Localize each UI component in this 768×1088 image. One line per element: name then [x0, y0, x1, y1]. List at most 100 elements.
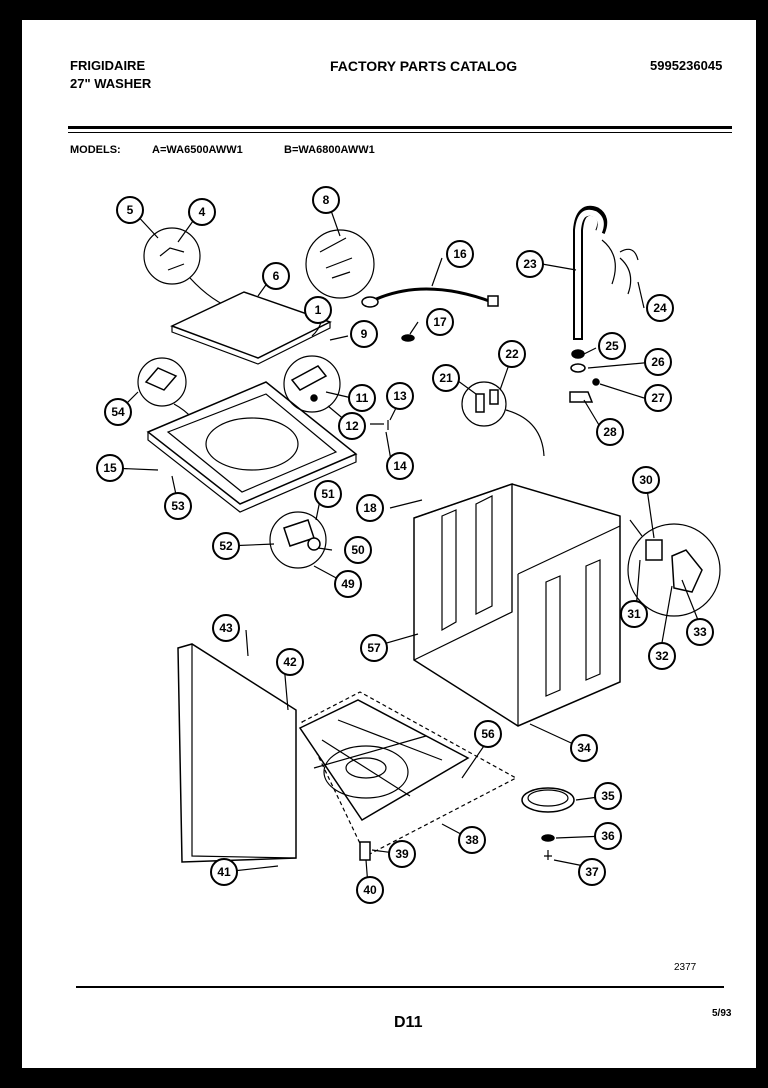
svg-text:17: 17 — [433, 315, 447, 329]
svg-text:43: 43 — [219, 621, 233, 635]
callout-18: 18 — [356, 494, 384, 522]
header-rule-thin — [68, 132, 732, 133]
callout-52: 52 — [212, 532, 240, 560]
svg-text:54: 54 — [111, 405, 125, 419]
washer-cabinet — [413, 483, 621, 727]
svg-text:27: 27 — [651, 391, 665, 405]
callout-31: 31 — [620, 600, 648, 628]
svg-text:14: 14 — [393, 459, 407, 473]
svg-text:18: 18 — [363, 501, 377, 515]
model-b: B=WA6800AWW1 — [284, 144, 375, 156]
drain-gasket — [570, 363, 586, 373]
svg-text:22: 22 — [505, 347, 519, 361]
callout-24: 24 — [646, 294, 674, 322]
callout-23: 23 — [516, 250, 544, 278]
svg-text:52: 52 — [219, 539, 233, 553]
callout-1: 1 — [304, 296, 332, 324]
svg-text:31: 31 — [627, 607, 641, 621]
top-cover — [146, 381, 358, 513]
svg-text:40: 40 — [363, 883, 377, 897]
svg-text:41: 41 — [217, 865, 231, 879]
svg-text:42: 42 — [283, 655, 297, 669]
svg-text:38: 38 — [465, 833, 479, 847]
callout-43: 43 — [212, 614, 240, 642]
hinge-screws — [370, 420, 389, 430]
callout-50: 50 — [344, 536, 372, 564]
footer-rule — [76, 986, 724, 988]
leveling-leg — [359, 841, 371, 861]
callout-15: 15 — [96, 454, 124, 482]
drain-screw — [592, 378, 600, 386]
hose-clip — [401, 334, 415, 342]
product-name: 27" WASHER — [70, 76, 152, 91]
callout-25: 25 — [598, 332, 626, 360]
catalog-part-number: 5995236045 — [650, 58, 723, 73]
svg-text:28: 28 — [603, 425, 617, 439]
callout-53: 53 — [164, 492, 192, 520]
svg-text:33: 33 — [693, 625, 707, 639]
svg-text:32: 32 — [655, 649, 669, 663]
svg-text:26: 26 — [651, 355, 665, 369]
control-detail-circle — [143, 227, 237, 311]
bleach-dispenser-detail — [137, 357, 205, 439]
svg-text:11: 11 — [356, 391, 369, 405]
svg-text:24: 24 — [653, 301, 667, 315]
svg-text:1: 1 — [315, 303, 322, 317]
valve-detail-circle — [461, 381, 545, 457]
timer-detail-circle — [269, 511, 327, 569]
callout-51: 51 — [314, 480, 342, 508]
callout-16: 16 — [446, 240, 474, 268]
svg-text:16: 16 — [453, 247, 467, 261]
callout-17: 17 — [426, 308, 454, 336]
drain-fitting — [569, 391, 594, 403]
tub-ring — [521, 787, 575, 813]
svg-text:53: 53 — [171, 499, 185, 513]
svg-text:34: 34 — [577, 741, 591, 755]
callout-38: 38 — [458, 826, 486, 854]
callout-32: 32 — [648, 642, 676, 670]
callout-21: 21 — [432, 364, 460, 392]
small-screw — [544, 850, 552, 860]
small-washer — [541, 834, 555, 842]
diagram-number: 2377 — [674, 962, 697, 973]
header-rule — [68, 126, 732, 129]
drain-hose — [573, 205, 632, 340]
svg-text:25: 25 — [605, 339, 619, 353]
svg-text:35: 35 — [601, 789, 615, 803]
models-label: MODELS: — [70, 144, 121, 156]
exploded-parts-diagram: 5 4 8 6 1 9 16 17 23 24 25 26 27 28 22 2… — [96, 186, 721, 904]
svg-text:49: 49 — [341, 577, 355, 591]
svg-text:50: 50 — [351, 543, 365, 557]
catalog-title: FACTORY PARTS CATALOG — [330, 58, 518, 74]
svg-text:15: 15 — [103, 461, 117, 475]
callout-30: 30 — [632, 466, 660, 494]
svg-text:36: 36 — [601, 829, 615, 843]
svg-text:21: 21 — [439, 371, 453, 385]
svg-text:30: 30 — [639, 473, 653, 487]
callout-33: 33 — [686, 618, 714, 646]
callout-27: 27 — [644, 384, 672, 412]
callout-11: 11 — [348, 384, 376, 412]
svg-text:51: 51 — [321, 487, 335, 501]
callout-8: 8 — [312, 186, 340, 214]
svg-text:13: 13 — [393, 389, 407, 403]
svg-text:9: 9 — [361, 327, 368, 341]
callout-26: 26 — [644, 348, 672, 376]
svg-text:39: 39 — [395, 847, 409, 861]
callout-36: 36 — [594, 822, 622, 850]
callout-5: 5 — [116, 196, 144, 224]
svg-text:5: 5 — [127, 203, 134, 217]
washer-base — [298, 691, 518, 857]
callout-41: 41 — [210, 858, 238, 886]
hose-clamp — [619, 248, 639, 261]
callout-40: 40 — [356, 876, 384, 904]
inlet-hose — [361, 287, 499, 308]
callout-34: 34 — [570, 734, 598, 762]
svg-text:56: 56 — [481, 727, 495, 741]
callout-37: 37 — [578, 858, 606, 886]
callout-4: 4 — [188, 198, 216, 226]
svg-text:12: 12 — [345, 419, 359, 433]
callout-54: 54 — [104, 398, 132, 426]
washer-lid — [170, 291, 332, 365]
callout-57: 57 — [360, 634, 388, 662]
